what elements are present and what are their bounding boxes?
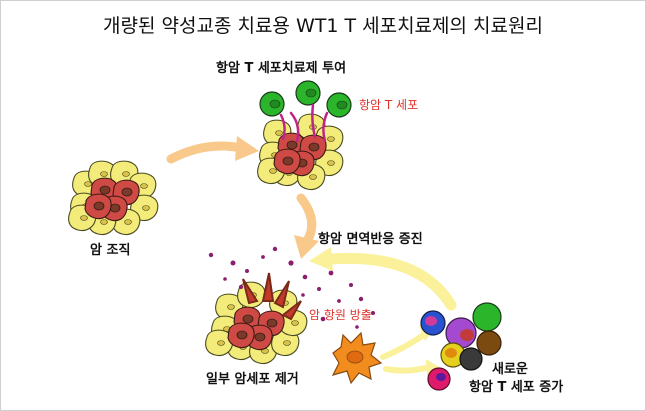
label-cancer-removal: 일부 암세포 제거	[206, 372, 299, 387]
antigen-particles	[208, 246, 375, 329]
label-antigen-release: 암 항원 방출	[309, 308, 372, 322]
antigen-presenting-cell	[331, 331, 383, 385]
tumor-tissue	[68, 160, 159, 235]
label-immune-enhance: 항암 면역반응 증진	[318, 232, 423, 247]
tumor-releasing-antigen	[205, 281, 308, 364]
dying-cell-spikes	[242, 272, 302, 321]
tcells-injected	[259, 80, 352, 118]
arrow-tissue-to-injection	[166, 136, 259, 164]
new-tcell-cluster	[420, 302, 502, 391]
tcell-attack-streaks	[279, 103, 329, 143]
label-injection: 항암 T 세포치료제 투여	[216, 61, 347, 76]
arrow-enhance-feedback	[309, 247, 457, 311]
arrow-injection-to-response	[294, 193, 319, 259]
label-tcell: 항암 T 세포	[359, 98, 419, 112]
tumor-under-attack	[257, 113, 344, 190]
label-new-line2: 항암 T 세포 증가	[469, 380, 564, 395]
label-tumor-tissue: 암 조직	[90, 243, 131, 258]
diagram-title: 개량된 약성교종 치료용 WT1 T 세포치료제의 치료원리	[103, 15, 543, 37]
label-new-line1: 새로운	[492, 362, 528, 377]
